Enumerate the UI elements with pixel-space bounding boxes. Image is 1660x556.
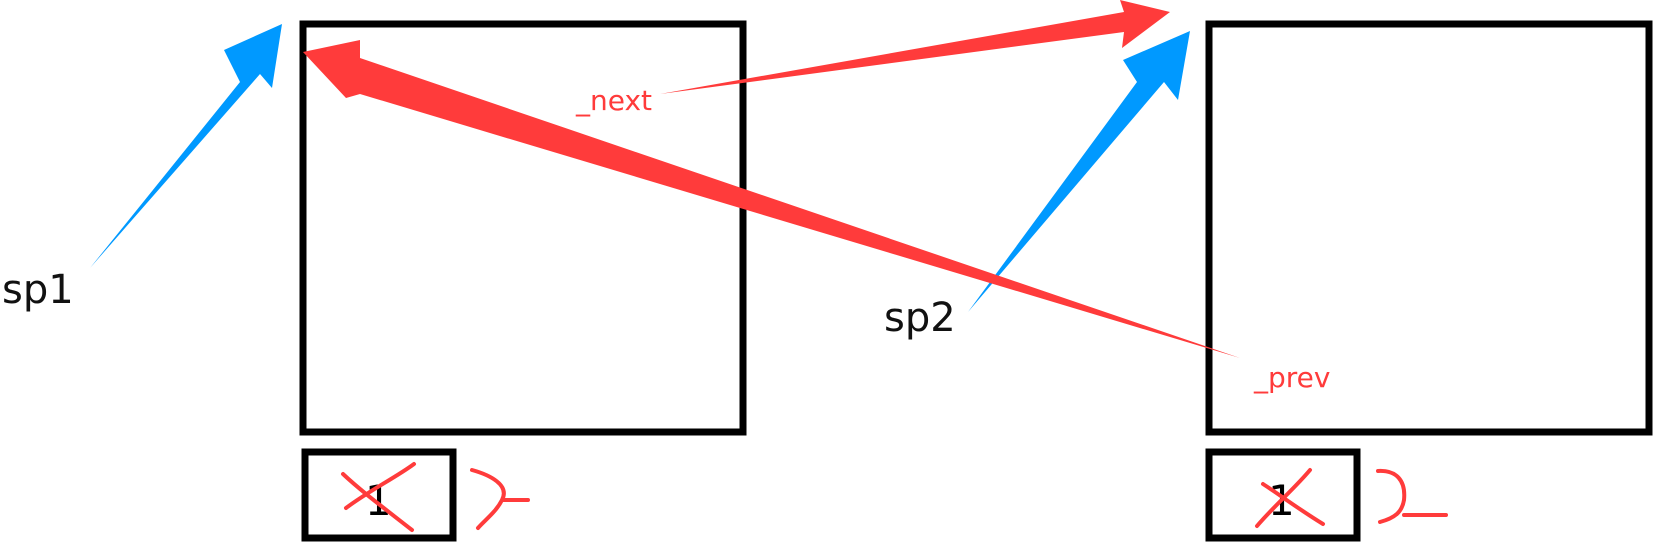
sp2-pointer-arrow [968,31,1190,312]
node-2-box [1205,20,1653,436]
node-1-refcount-box [301,448,457,542]
prev-link-arrow [303,40,1240,358]
sp1-label: sp1 [2,267,74,313]
prev-label: _prev [1253,361,1330,394]
node-1-refcount-value: 1 [365,476,392,525]
node-1-strike-mark [341,462,416,532]
next-label: _next [575,84,652,117]
node-2-refcount-box [1205,448,1361,542]
node-2-new-count-mark [1376,468,1448,524]
sp1-pointer-arrow [90,24,282,268]
sp2-label: sp2 [884,295,956,341]
node-1-new-count-mark [470,468,530,530]
node-2-strike-mark [1255,468,1325,528]
